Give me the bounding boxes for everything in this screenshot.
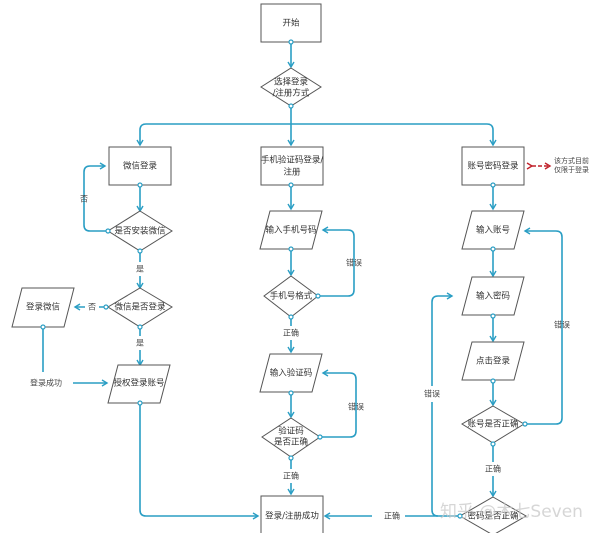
connector-dot (490, 378, 496, 384)
connector-dots (40, 39, 528, 519)
connector-dot (522, 421, 528, 427)
node-wechat-login[interactable]: 微信登录 (108, 146, 172, 186)
connector-dot (137, 248, 143, 254)
node-account-correct-label: 账号是否正确 (467, 419, 518, 430)
node-authorize-account-label: 授权登录账号 (113, 378, 164, 389)
node-success[interactable]: 登录/注册成功 (260, 495, 324, 533)
edge-label-login-success: 登录成功 (30, 378, 62, 388)
node-input-password[interactable]: 输入密码 (461, 276, 525, 316)
edge-label-password-ok: 正确 (384, 511, 400, 521)
edge-label-yes-installed: 是 (136, 265, 144, 274)
connector-dot (490, 246, 496, 252)
edge-label-phone-ok: 正确 (283, 328, 299, 338)
node-password-correct[interactable]: 密码是否正确 (458, 496, 528, 533)
node-choose-method[interactable]: 选择登录 /注册方式 (260, 67, 322, 107)
watermark: 知乎 @木七Seven (440, 502, 583, 522)
edge-installed-no (83, 162, 107, 232)
edge-account-error (523, 227, 563, 425)
node-input-account[interactable]: 输入账号 (461, 210, 525, 250)
node-wechat-installed-label: 是否安装微信 (114, 226, 166, 237)
connector-dot (288, 246, 294, 252)
node-authorize-account[interactable]: 授权登录账号 (107, 364, 171, 404)
node-click-login[interactable]: 点击登录 (461, 341, 525, 381)
node-account-login-label: 账号密码登录 (467, 161, 519, 172)
edge-label-code-error: 错误 (348, 402, 364, 412)
edge-format-error (318, 226, 355, 297)
connector-dot (457, 513, 463, 519)
node-start-label: 开始 (282, 18, 300, 29)
node-account-login[interactable]: 账号密码登录 (461, 146, 525, 186)
edge-label-no-logged: 否 (88, 303, 96, 312)
node-password-correct-label: 密码是否正确 (467, 511, 518, 522)
node-account-correct[interactable]: 账号是否正确 (461, 405, 525, 444)
edge-password-error (431, 296, 460, 517)
node-code-correct[interactable]: 验证码 是否正确 (261, 417, 321, 458)
node-code-correct-label-1: 验证码 (278, 426, 304, 437)
connector-dot (288, 182, 294, 188)
edge-label-no-installed: 否 (80, 195, 88, 204)
connector-dot (288, 103, 294, 109)
node-input-code[interactable]: 输入验证码 (259, 353, 323, 393)
node-success-label: 登录/注册成功 (265, 511, 319, 522)
edge-label-account-error: 错误 (554, 320, 570, 330)
connector-dot (288, 390, 294, 396)
edge-label-code-ok: 正确 (283, 471, 299, 481)
note-line-2: 仅限于登录 (554, 165, 589, 174)
connector-dot (288, 455, 294, 461)
node-wechat-installed[interactable]: 是否安装微信 (107, 210, 173, 252)
node-wechat-login-label: 微信登录 (123, 161, 158, 172)
node-phone-login[interactable]: 手机验证码登录/ 注册 (260, 146, 324, 186)
connector-dot (490, 441, 496, 447)
node-choose-label-1: 选择登录 (274, 77, 309, 88)
node-wechat-logged-in-label: 微信是否登录 (114, 302, 166, 313)
node-input-password-label: 输入密码 (476, 291, 510, 302)
connector-dot (137, 400, 143, 406)
edge-loginwechat-success (42, 327, 107, 383)
connector-dot (288, 314, 294, 320)
node-login-wechat-label: 登录微信 (26, 302, 61, 313)
node-phone-login-label-1: 手机验证码登录/ (261, 155, 324, 166)
note-line-1: 该方式目前 (554, 156, 589, 165)
connector-dot (288, 39, 294, 45)
node-wechat-logged-in[interactable]: 微信是否登录 (107, 287, 173, 328)
edge-label-yes-logged: 是 (136, 339, 144, 348)
node-phone-format[interactable]: 手机号格式 (263, 275, 319, 318)
node-input-code-label: 输入验证码 (270, 368, 313, 379)
node-phone-format-label: 手机号格式 (270, 291, 313, 302)
connector-dot (315, 293, 321, 299)
node-input-phone-label: 输入手机号码 (265, 225, 316, 236)
connector-dot (105, 228, 111, 234)
edge-label-password-error: 错误 (424, 389, 440, 399)
edge-code-error (320, 369, 357, 438)
edge-label-phone-error: 错误 (346, 258, 362, 268)
connector-dot (490, 313, 496, 319)
node-choose-label-2: /注册方式 (273, 88, 310, 99)
node-start[interactable]: 开始 (260, 3, 322, 43)
node-click-login-label: 点击登录 (476, 356, 511, 367)
edge-bus (136, 123, 147, 147)
edge-bus-top (146, 123, 497, 147)
connector-dot (490, 182, 496, 188)
connector-dot (137, 182, 143, 188)
edge-label-account-ok: 正确 (485, 464, 501, 474)
connector-dot (137, 324, 143, 330)
edge-authorize-success (139, 403, 260, 520)
node-input-account-label: 输入账号 (476, 225, 510, 236)
node-input-phone[interactable]: 输入手机号码 (259, 210, 323, 250)
connector-dot (103, 304, 109, 310)
node-phone-login-label-2: 注册 (283, 167, 301, 178)
node-code-correct-label-2: 是否正确 (274, 437, 308, 448)
connector-dot (317, 434, 323, 440)
connector-dot (40, 324, 46, 330)
node-login-wechat[interactable]: 登录微信 (11, 287, 75, 328)
